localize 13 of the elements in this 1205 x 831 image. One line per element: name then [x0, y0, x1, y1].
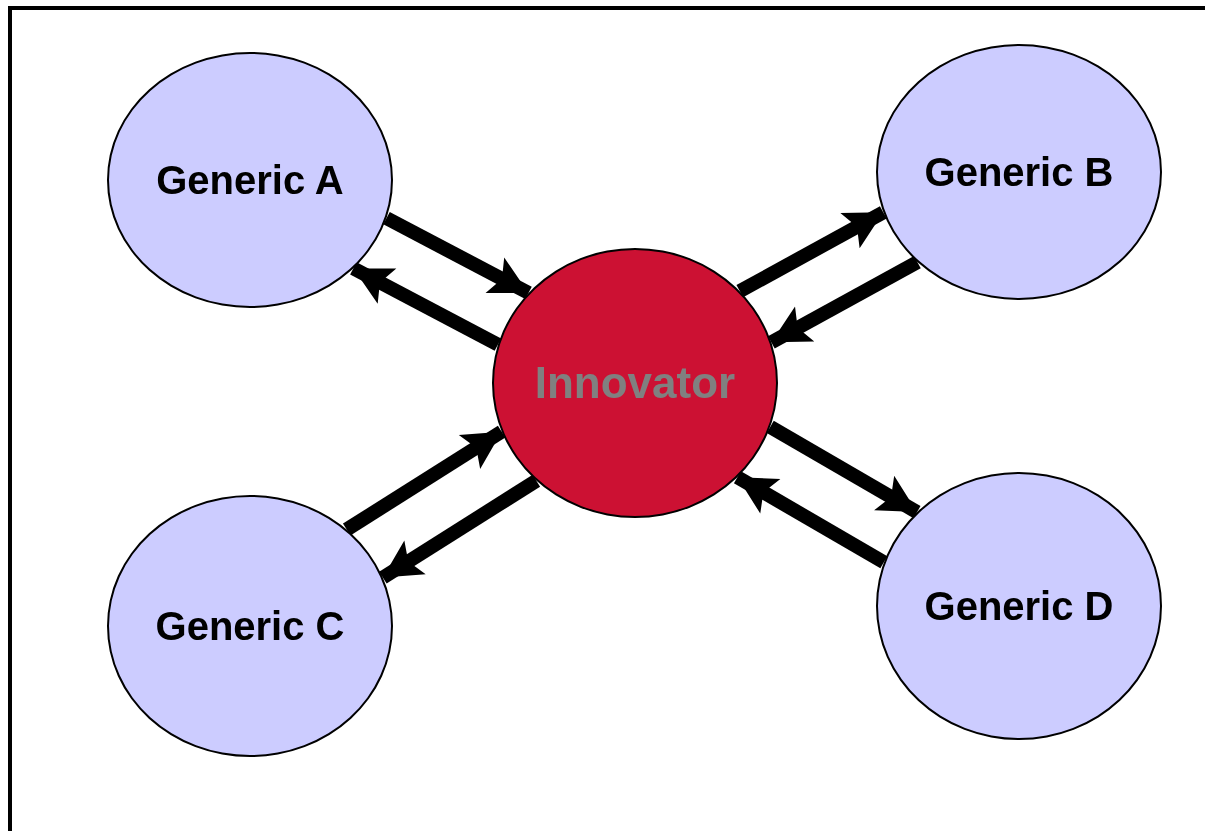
block-arrow [768, 255, 921, 349]
block-arrow [733, 471, 888, 569]
node-label: Generic B [924, 149, 1114, 195]
node-label: Innovator [534, 358, 736, 408]
block-arrow [379, 474, 541, 584]
node-label: Generic C [155, 603, 345, 649]
block-arrow [342, 425, 506, 536]
block-arrow [736, 206, 887, 298]
node-label: Generic D [924, 583, 1114, 629]
block-arrow [766, 420, 921, 519]
node-label: Generic A [156, 157, 344, 203]
block-arrow [383, 211, 532, 300]
block-arrow [350, 262, 502, 351]
